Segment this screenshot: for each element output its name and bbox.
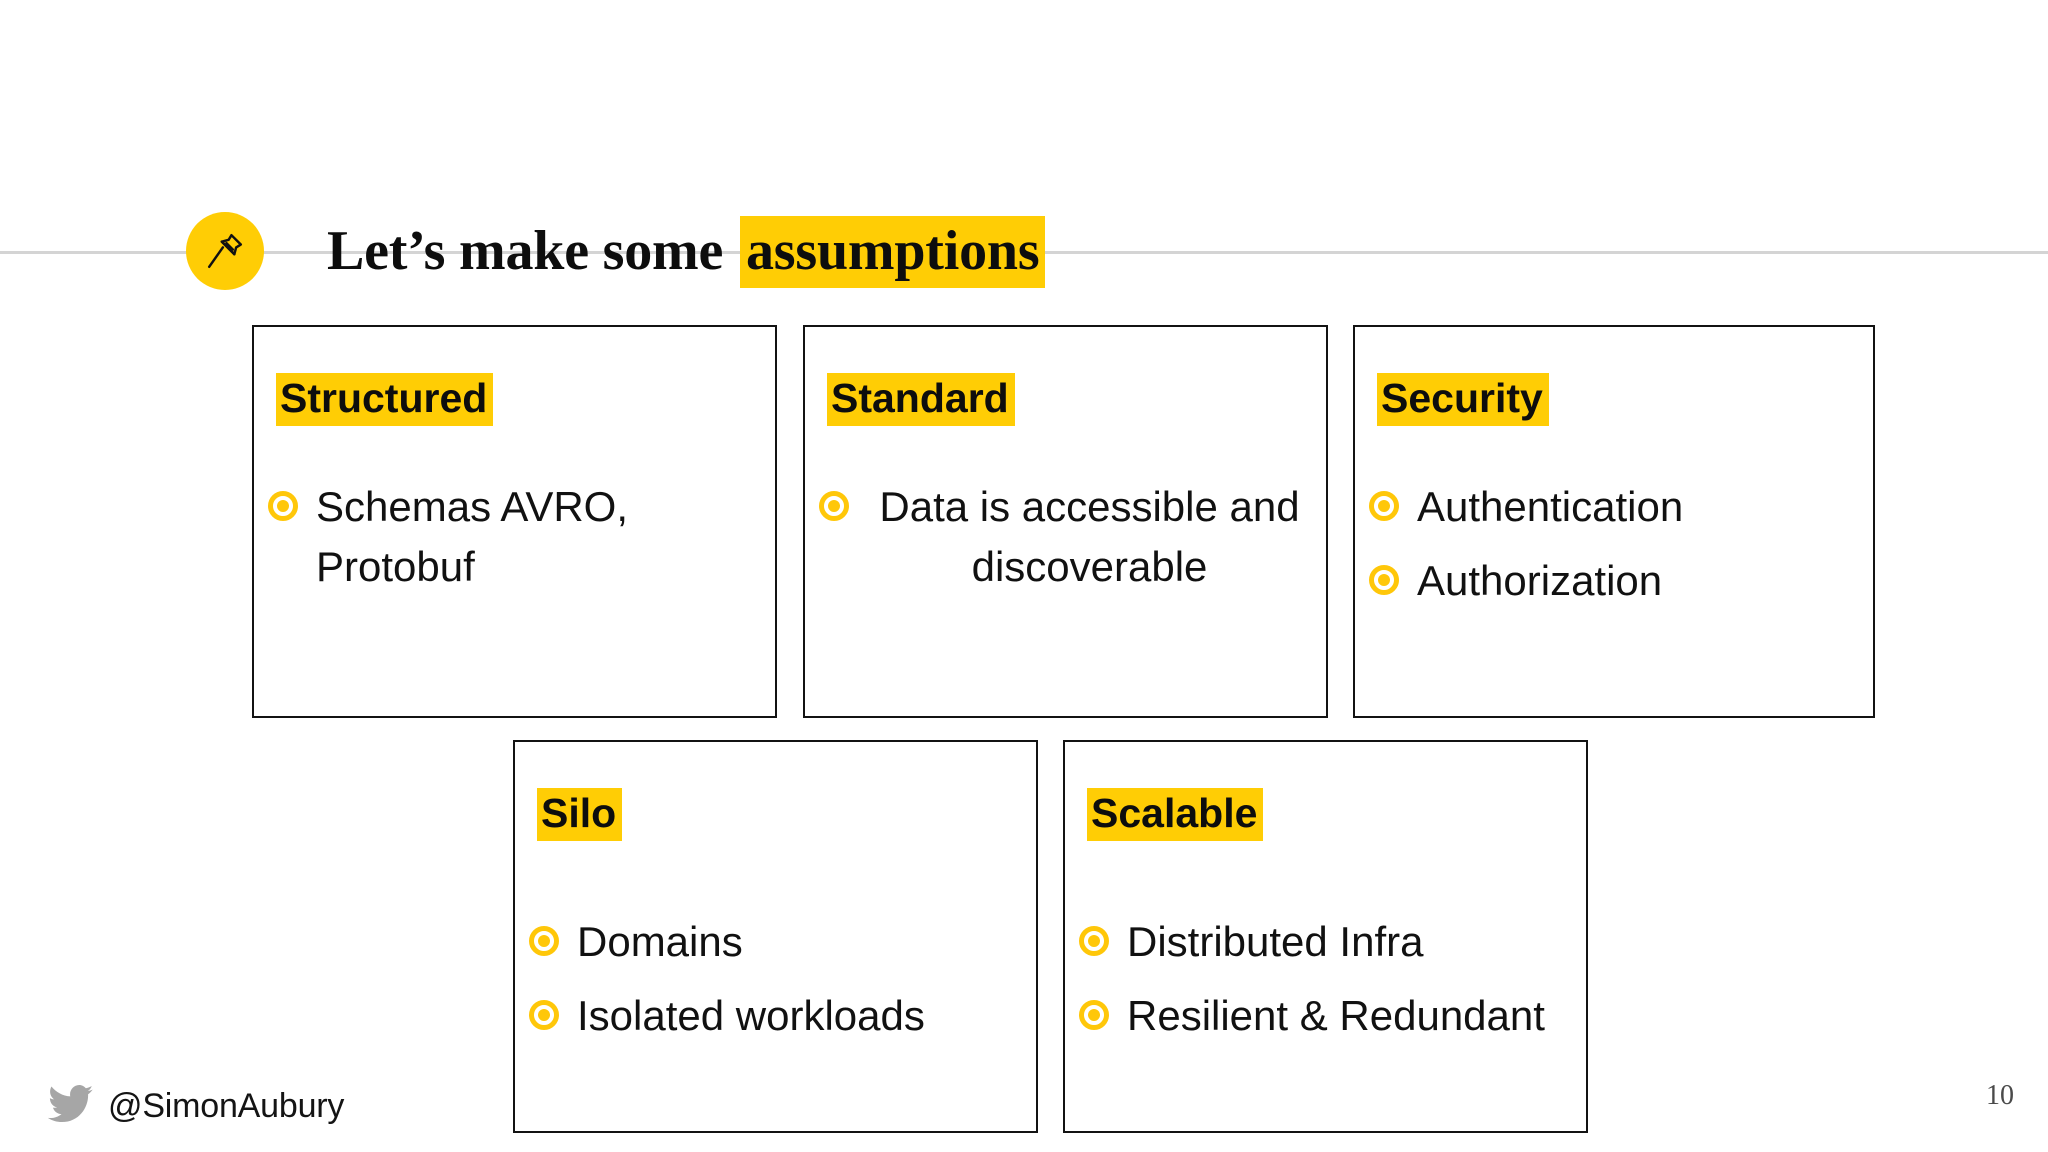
list-item: Resilient & Redundant bbox=[1079, 986, 1572, 1046]
list-item: Isolated workloads bbox=[529, 986, 1022, 1046]
list-item-label: Isolated workloads bbox=[577, 991, 925, 1039]
card-title: Silo bbox=[537, 788, 623, 842]
list-item: Authorization bbox=[1369, 551, 1859, 611]
title-plain: Let’s make some bbox=[327, 220, 737, 282]
card-bullet-list: Data is accessible and discoverable bbox=[819, 477, 1312, 610]
list-item: Distributed Infra bbox=[1079, 912, 1572, 972]
list-item-label: Distributed Infra bbox=[1127, 918, 1424, 965]
bullet-dot-icon bbox=[529, 926, 559, 956]
card-security[interactable]: Security Authentication Authorization bbox=[1353, 325, 1875, 718]
list-item-label: Domains bbox=[577, 918, 743, 965]
list-item: Authentication bbox=[1369, 477, 1859, 537]
list-item-label: Resilient & Redundant bbox=[1127, 991, 1545, 1039]
bullet-dot-icon bbox=[1369, 491, 1399, 521]
title-highlight: assumptions bbox=[739, 216, 1046, 288]
bullet-dot-icon bbox=[1079, 999, 1109, 1030]
bullet-dot-icon bbox=[1369, 564, 1399, 595]
page-number: 10 bbox=[1986, 1080, 2014, 1111]
twitter-handle-label: @SimonAubury bbox=[108, 1087, 345, 1125]
card-bullet-list: Schemas AVRO, Protobuf bbox=[268, 477, 761, 610]
bullet-dot-icon bbox=[268, 491, 298, 521]
card-title: Standard bbox=[827, 373, 1015, 427]
page-title: Let’s make some assumptions bbox=[327, 213, 1046, 289]
card-bullet-list: Distributed Infra Resilient & Redundant bbox=[1079, 912, 1572, 1059]
card-standard[interactable]: Standard Data is accessible and discover… bbox=[803, 325, 1328, 718]
bullet-dot-icon bbox=[1079, 926, 1109, 956]
bullet-dot-icon bbox=[529, 999, 559, 1030]
list-item-label: Authentication bbox=[1417, 483, 1684, 530]
list-item-label: Schemas AVRO, Protobuf bbox=[316, 483, 629, 590]
card-title: Scalable bbox=[1087, 788, 1264, 842]
card-structured[interactable]: Structured Schemas AVRO, Protobuf bbox=[252, 325, 777, 718]
card-bullet-list: Domains Isolated workloads bbox=[529, 912, 1022, 1059]
list-item: Domains bbox=[529, 912, 1022, 972]
list-item-label: Authorization bbox=[1417, 556, 1663, 604]
twitter-bird-icon bbox=[47, 1085, 94, 1128]
card-bullet-list: Authentication Authorization bbox=[1369, 477, 1859, 624]
bullet-dot-icon bbox=[819, 491, 849, 521]
card-title: Security bbox=[1377, 373, 1549, 427]
list-item: Data is accessible and discoverable bbox=[819, 477, 1312, 596]
list-item-label: Data is accessible and discoverable bbox=[879, 483, 1300, 590]
card-title: Structured bbox=[276, 373, 494, 427]
pushpin-icon bbox=[186, 212, 264, 290]
card-silo[interactable]: Silo Domains Isolated workloads bbox=[513, 740, 1038, 1133]
twitter-handle[interactable]: @SimonAubury bbox=[47, 1085, 345, 1128]
list-item: Schemas AVRO, Protobuf bbox=[268, 477, 761, 596]
card-scalable[interactable]: Scalable Distributed Infra Resilient & R… bbox=[1063, 740, 1588, 1133]
